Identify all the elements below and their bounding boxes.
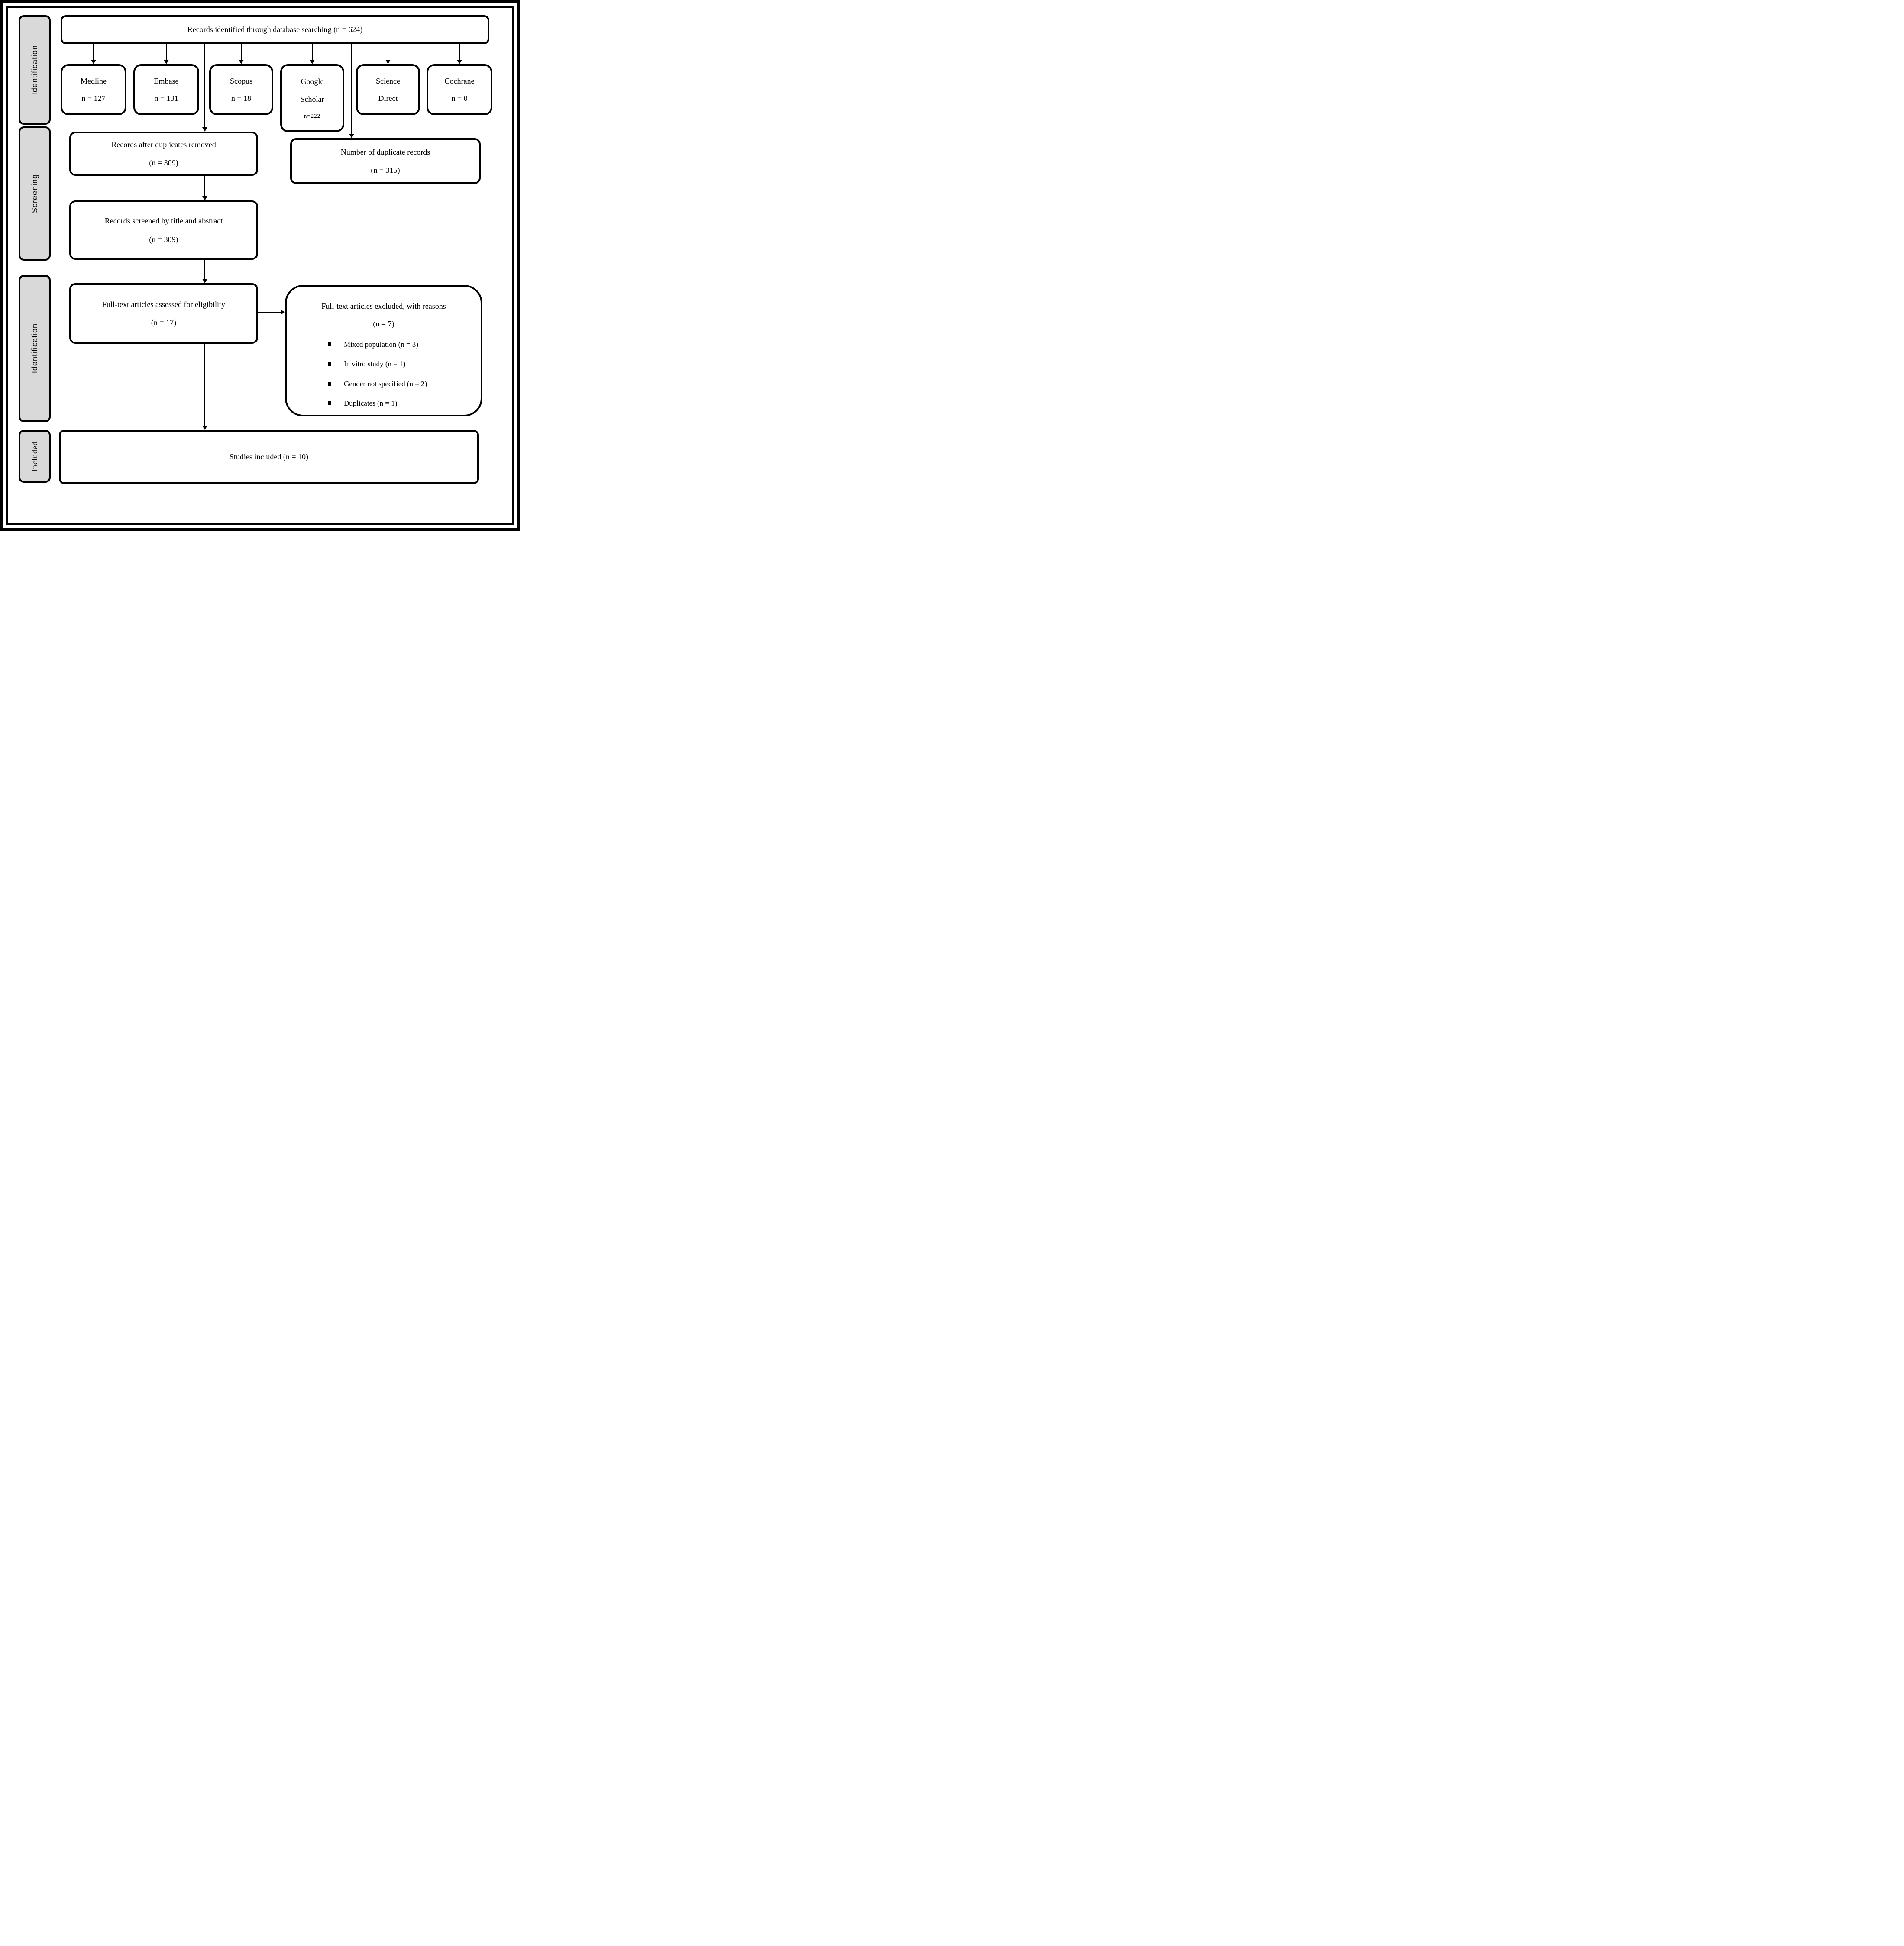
prisma-flow-diagram: Identification Screening Identification … bbox=[0, 0, 520, 531]
square-bullet-icon bbox=[328, 401, 331, 405]
exclusion-reason-text: In vitro study (n = 1) bbox=[344, 360, 406, 368]
screened-box: Records screened by title and abstract (… bbox=[69, 200, 258, 260]
arrowhead-screened bbox=[202, 196, 207, 200]
db-google-scholar-box: Google Scholar n=222 bbox=[280, 64, 344, 132]
fulltext-excluded-count: (n = 7) bbox=[373, 319, 394, 328]
db-scopus-box: Scopus n = 18 bbox=[209, 64, 273, 115]
stage-screening: Screening bbox=[19, 126, 51, 261]
db-name: Embase bbox=[154, 76, 179, 85]
fulltext-excluded-box: Full-text articles excluded, with reason… bbox=[285, 285, 482, 416]
arrow-line-to-screened bbox=[204, 176, 205, 197]
arrow-line-medline bbox=[93, 44, 94, 61]
exclusion-reason-item: Gender not specified (n = 2) bbox=[294, 379, 473, 388]
db-count: n=222 bbox=[304, 112, 321, 119]
db-count: n = 131 bbox=[154, 94, 178, 103]
db-name2: Scholar bbox=[300, 95, 324, 104]
stage-identification-1: Identification bbox=[19, 15, 51, 125]
stage-label: Screening bbox=[30, 174, 39, 213]
records-identified-text: Records identified through database sear… bbox=[187, 25, 363, 34]
exclusion-reason-item: Mixed population (n = 3) bbox=[294, 340, 473, 349]
duplicate-records-box: Number of duplicate records (n = 315) bbox=[290, 138, 481, 184]
screened-text: Records screened by title and abstract bbox=[104, 216, 223, 225]
arrowhead-after-duplicates bbox=[202, 127, 207, 132]
arrow-line-cochrane bbox=[459, 44, 460, 61]
db-name: Scopus bbox=[230, 76, 252, 85]
square-bullet-icon bbox=[328, 342, 331, 347]
db-name: Google bbox=[301, 77, 324, 86]
arrow-line-embase bbox=[166, 44, 167, 61]
arrowhead-duplicate-records bbox=[349, 134, 354, 138]
arrow-line-to-excluded bbox=[258, 312, 281, 313]
arrowhead-science-direct bbox=[385, 60, 391, 64]
stage-label: Identification bbox=[30, 323, 39, 374]
db-embase-box: Embase n = 131 bbox=[133, 64, 199, 115]
stage-label: Identification bbox=[30, 45, 39, 95]
square-bullet-icon bbox=[328, 362, 331, 366]
arrow-line-scopus bbox=[241, 44, 242, 61]
fulltext-assessed-count: (n = 17) bbox=[151, 318, 177, 327]
fulltext-assessed-box: Full-text articles assessed for eligibil… bbox=[69, 283, 258, 344]
arrowhead-google-scholar bbox=[310, 60, 315, 64]
after-duplicates-text: Records after duplicates removed bbox=[111, 140, 216, 149]
db-science-direct-box: Science Direct bbox=[356, 64, 420, 115]
arrow-line-to-after-duplicates bbox=[204, 44, 205, 128]
exclusion-reason-text: Duplicates (n = 1) bbox=[344, 399, 398, 407]
arrowhead-excluded bbox=[281, 310, 285, 315]
db-name: Cochrane bbox=[444, 76, 475, 85]
db-name: Medline bbox=[81, 76, 107, 85]
arrow-line-to-duplicate-records bbox=[351, 44, 352, 134]
fulltext-excluded-text: Full-text articles excluded, with reason… bbox=[321, 302, 446, 310]
db-name2: Direct bbox=[378, 94, 398, 103]
arrowhead-included bbox=[202, 426, 207, 430]
arrow-line-to-assessed bbox=[204, 260, 205, 279]
screened-count: (n = 309) bbox=[149, 235, 178, 244]
arrowhead-scopus bbox=[239, 60, 244, 64]
arrowhead-cochrane bbox=[457, 60, 462, 64]
stage-identification-2: Identification bbox=[19, 275, 51, 422]
after-duplicates-box: Records after duplicates removed (n = 30… bbox=[69, 132, 258, 176]
exclusion-reasons-list: Mixed population (n = 3) In vitro study … bbox=[294, 340, 473, 408]
after-duplicates-count: (n = 309) bbox=[149, 158, 178, 167]
db-medline-box: Medline n = 127 bbox=[61, 64, 126, 115]
db-cochrane-box: Cochrane n = 0 bbox=[427, 64, 492, 115]
exclusion-reason-text: Mixed population (n = 3) bbox=[344, 340, 419, 349]
duplicate-records-count: (n = 315) bbox=[371, 166, 400, 174]
db-name: Science bbox=[376, 76, 400, 85]
duplicate-records-text: Number of duplicate records bbox=[340, 147, 430, 156]
db-count: n = 18 bbox=[231, 94, 252, 103]
arrowhead-assessed bbox=[202, 279, 207, 283]
studies-included-text: Studies included (n = 10) bbox=[229, 452, 309, 461]
records-identified-box: Records identified through database sear… bbox=[61, 15, 489, 44]
exclusion-reason-item: Duplicates (n = 1) bbox=[294, 399, 473, 408]
exclusion-reason-text: Gender not specified (n = 2) bbox=[344, 379, 427, 388]
exclusion-reason-item: In vitro study (n = 1) bbox=[294, 359, 473, 368]
fulltext-assessed-text: Full-text articles assessed for eligibil… bbox=[102, 300, 225, 309]
arrow-line-google-scholar bbox=[312, 44, 313, 61]
arrowhead-medline bbox=[91, 60, 96, 64]
stage-label: Included bbox=[30, 441, 39, 472]
arrowhead-embase bbox=[164, 60, 169, 64]
db-count: n = 0 bbox=[451, 94, 468, 103]
stage-included: Included bbox=[19, 430, 51, 483]
arrow-line-to-included bbox=[204, 344, 205, 426]
db-count: n = 127 bbox=[81, 94, 106, 103]
studies-included-box: Studies included (n = 10) bbox=[59, 430, 479, 484]
square-bullet-icon bbox=[328, 381, 331, 386]
